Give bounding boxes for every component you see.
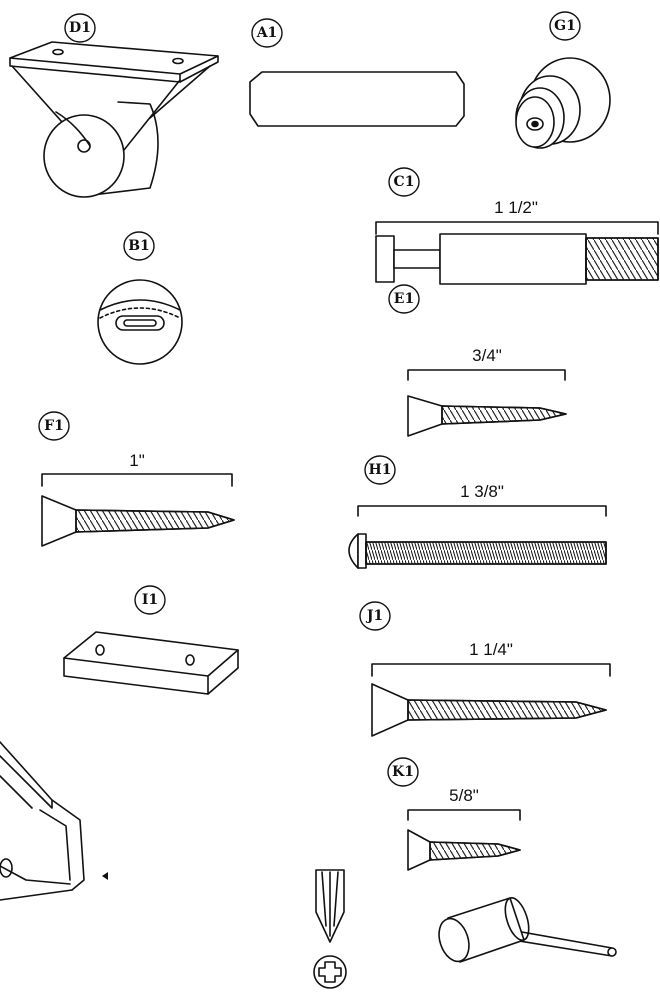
label-k1: K1 (392, 764, 414, 780)
label-h1: H1 (368, 462, 392, 478)
label-j1: J1 (366, 608, 384, 624)
screw-3-4-icon (407, 369, 567, 437)
bracket-block-icon (63, 631, 239, 695)
connector-bolt-icon (375, 221, 659, 285)
label-b1: B1 (128, 238, 150, 254)
dowel-icon (249, 71, 465, 127)
label-f1: F1 (44, 418, 64, 434)
cam-lock-icon (97, 279, 183, 365)
dimension-f1: 1" (129, 451, 145, 470)
screw-1-inch-icon (41, 473, 235, 547)
dimension-j1: 1 1/4" (469, 640, 513, 659)
hammer-icon (438, 897, 617, 963)
knob-icon (515, 57, 611, 149)
dimension-h1: 1 3/8" (460, 482, 504, 501)
label-circles (38, 11, 581, 787)
label-e1: E1 (393, 291, 415, 307)
label-i1: I1 (141, 592, 159, 608)
screwdriver-icon (315, 869, 345, 943)
label-a1: A1 (256, 25, 278, 41)
label-c1: C1 (393, 174, 415, 190)
drawer-icon (0, 741, 85, 901)
dimension-k1: 5/8" (449, 786, 479, 805)
phillips-icon (313, 955, 347, 989)
screw-5-8-icon (407, 809, 521, 871)
label-g1: G1 (554, 18, 576, 34)
caster-wheel-icon (9, 41, 219, 198)
screw-1-1-4-icon (371, 663, 611, 737)
dimension-e1: 3/4" (472, 346, 502, 365)
bolt-1-3-8-icon (348, 505, 607, 569)
label-d1: D1 (69, 20, 91, 36)
dimension-c1: 1 1/2" (494, 198, 538, 217)
